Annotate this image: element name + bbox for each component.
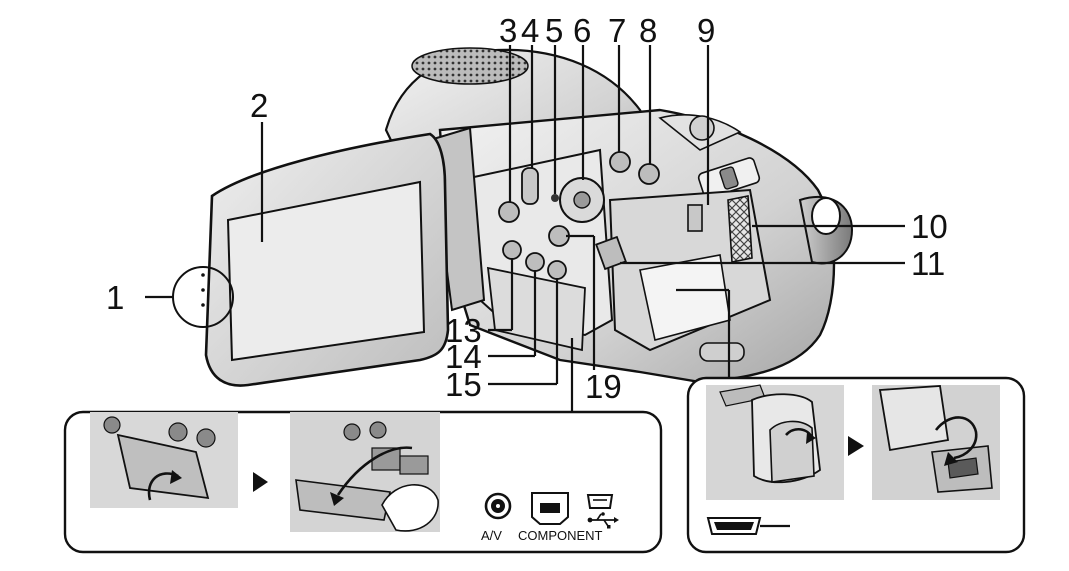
usb-icon <box>587 512 619 529</box>
button-8[interactable] <box>638 163 660 185</box>
finger <box>381 484 439 532</box>
hdmi-connector <box>706 517 790 535</box>
callout-9: 9 <box>697 12 715 49</box>
button-14[interactable] <box>525 252 545 272</box>
indicator-5 <box>551 194 559 202</box>
callout-14: 14 <box>445 338 482 375</box>
lcd-screen <box>226 180 426 362</box>
leader-lines <box>145 45 905 412</box>
right-arrow-icon <box>848 436 864 456</box>
callout-19: 19 <box>585 368 622 405</box>
callout-8: 8 <box>639 12 657 49</box>
hdmi-inset-panel <box>686 376 1026 554</box>
component-terminal: COMPONENT <box>518 492 603 543</box>
cover-closed-illustration <box>90 412 238 508</box>
callout-3: 3 <box>499 12 517 49</box>
callout-2: 2 <box>250 87 268 124</box>
lcd-monitor[interactable] <box>201 132 450 387</box>
right-arrow-icon <box>253 472 268 492</box>
hdmi-cover-closed-illustration <box>706 384 844 500</box>
callout-15: 15 <box>445 366 482 403</box>
av-label: A/V <box>481 528 502 543</box>
button-4[interactable] <box>521 167 539 205</box>
cover-open-illustration <box>290 412 440 532</box>
usb-terminal <box>586 494 619 529</box>
grill-10 <box>727 195 753 263</box>
callout-5: 5 <box>545 12 563 49</box>
button-7[interactable] <box>609 151 631 173</box>
callout-13: 13 <box>445 312 482 349</box>
component-label: COMPONENT <box>518 528 603 543</box>
callout-10: 10 <box>911 208 948 245</box>
button-13[interactable] <box>502 240 522 260</box>
button-15[interactable] <box>547 260 567 280</box>
callout-7: 7 <box>608 12 626 49</box>
av-terminal: A/V <box>481 492 512 543</box>
battery-release-lever[interactable] <box>595 235 627 271</box>
button-3[interactable] <box>498 201 520 223</box>
hdmi-cover-open-illustration <box>872 385 1000 500</box>
slot-9 <box>687 204 703 232</box>
terminal-inset-panel: A/V COMPONENT <box>63 410 663 554</box>
callout-4: 4 <box>521 12 539 49</box>
microphone-grille <box>411 47 529 85</box>
callout-6: 6 <box>573 12 591 49</box>
callout-11: 11 <box>911 245 945 282</box>
callout-1: 1 <box>106 279 124 316</box>
